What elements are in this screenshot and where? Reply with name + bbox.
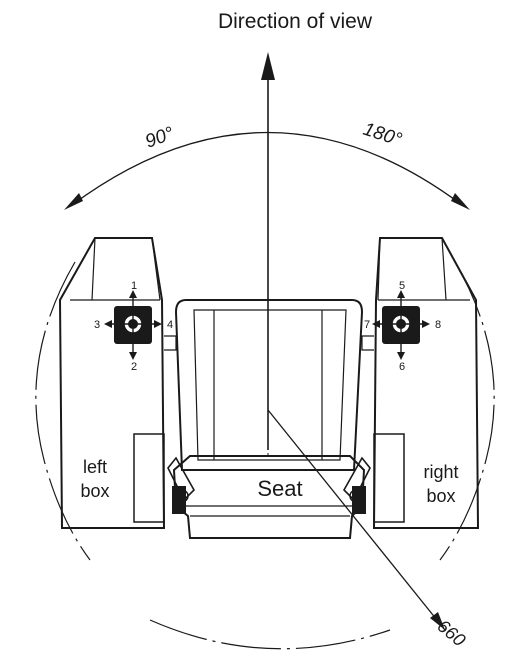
left-box-label-line1: left <box>83 457 107 477</box>
left-armrest-hinge <box>167 456 195 514</box>
left-joystick-dir-1: 1 <box>131 280 137 292</box>
right-joystick-dir-5: 5 <box>399 280 405 292</box>
right-box <box>361 237 480 529</box>
left-box-label-line2: box <box>80 481 109 501</box>
right-joystick <box>372 290 430 360</box>
left-joystick-dir-2: 2 <box>131 361 137 373</box>
right-armrest-hinge <box>343 456 371 514</box>
viewing-angle-arc <box>64 131 470 210</box>
angle-label-right: 180° <box>360 119 404 151</box>
radius-line <box>267 200 446 631</box>
right-joystick-dir-8: 8 <box>435 319 441 331</box>
seat <box>172 299 366 539</box>
right-box-label-line2: box <box>426 486 455 506</box>
left-joystick-dir-3: 3 <box>94 319 100 331</box>
seat-label: Seat <box>257 476 302 501</box>
diagram-title: Direction of view <box>218 10 373 33</box>
right-joystick-dir-6: 6 <box>399 361 405 373</box>
left-box <box>58 237 177 529</box>
right-box-label-line1: right <box>423 462 458 482</box>
angle-label-left: 90° <box>143 123 178 153</box>
left-joystick-dir-4: 4 <box>167 319 173 331</box>
left-joystick <box>104 290 162 360</box>
right-joystick-dir-7: 7 <box>364 319 370 331</box>
